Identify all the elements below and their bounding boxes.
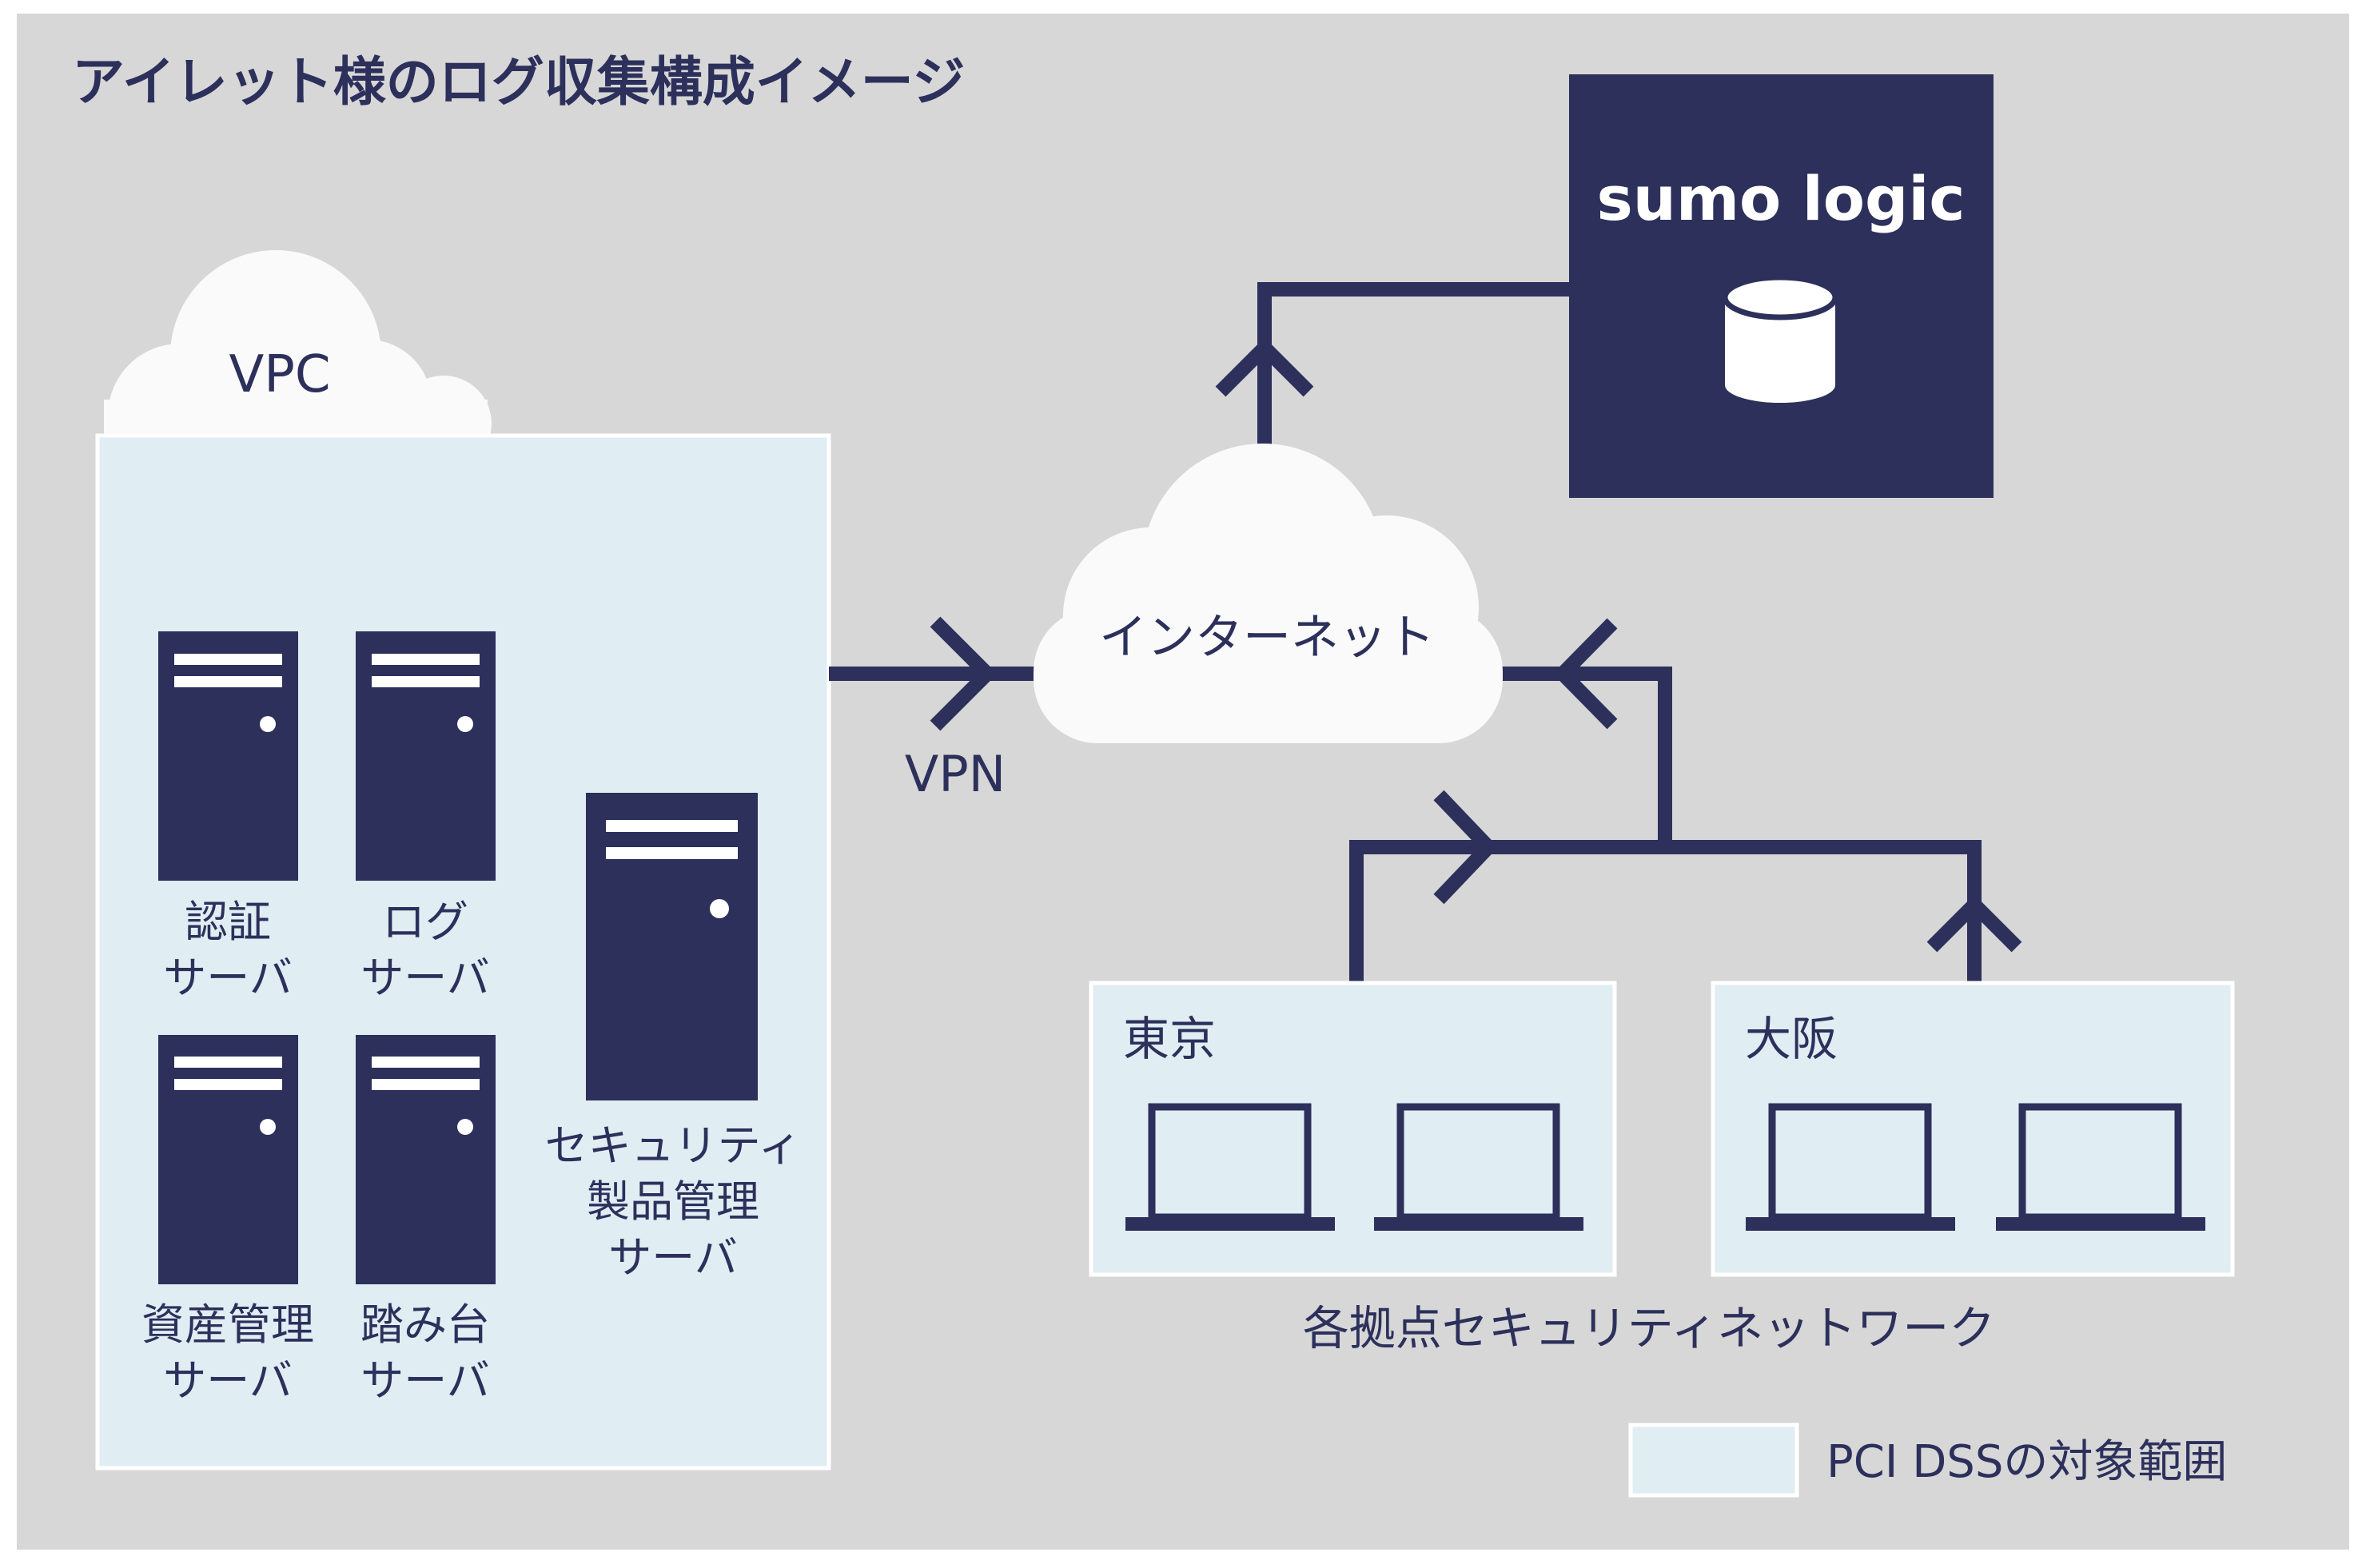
diagram-title: アイレット様のログ収集構成イメージ xyxy=(72,51,965,113)
server-label-asset-sub: サーバ xyxy=(163,1355,292,1406)
sumo-logic-label: sumo logic xyxy=(1597,163,1966,234)
server-icon xyxy=(158,631,298,881)
vpn-label: VPN xyxy=(905,745,1006,803)
server-label-security-sub: サーバ xyxy=(608,1232,737,1283)
legend-label: PCI DSSの対象範囲 xyxy=(1826,1436,2227,1488)
connector-lines xyxy=(829,282,2022,983)
database-icon xyxy=(1722,274,1838,403)
sites-branch-line xyxy=(1349,840,1982,983)
osaka-arrow-icon xyxy=(1926,894,2022,953)
sumo-uplink-line xyxy=(1257,282,1571,480)
internet-label: インターネット xyxy=(1099,610,1435,666)
tokyo-arrow-icon xyxy=(1433,790,1499,905)
server-label-bastion: 踏み台 xyxy=(360,1299,490,1350)
server-label-log: ログ xyxy=(382,897,468,947)
laptop-icon xyxy=(1125,1103,1335,1231)
server-label-asset: 資産管理 xyxy=(141,1299,314,1350)
server-icon xyxy=(586,793,758,1100)
sites-uplink-arrow-icon xyxy=(1552,618,1618,730)
tokyo-label: 東京 xyxy=(1123,1012,1216,1066)
server-icon xyxy=(356,1035,496,1284)
sumo-uplink-arrow-icon xyxy=(1215,337,1314,397)
laptop-icon xyxy=(1374,1103,1583,1231)
osaka-label: 大阪 xyxy=(1745,1012,1838,1066)
vpc-cloud xyxy=(104,250,492,488)
server-label-security: セキュリティ xyxy=(545,1120,802,1171)
server-label-bastion-sub: サーバ xyxy=(360,1355,489,1406)
server-label-log-sub: サーバ xyxy=(360,953,489,1003)
server-label-auth-sub: サーバ xyxy=(163,953,292,1003)
laptop-icon xyxy=(1996,1103,2205,1231)
laptop-icon xyxy=(1746,1103,1955,1231)
server-icon xyxy=(356,631,496,881)
internet-cloud xyxy=(1034,444,1503,743)
legend-swatch xyxy=(1628,1423,1799,1498)
server-label-security-product: 製品管理 xyxy=(587,1176,759,1227)
server-label-auth: 認証 xyxy=(185,897,271,947)
server-icon xyxy=(158,1035,298,1284)
sites-caption: 各拠点セキュリティネットワーク xyxy=(1303,1301,1996,1355)
vpc-label: VPC xyxy=(229,345,330,404)
vpn-arrow-icon xyxy=(930,616,998,731)
